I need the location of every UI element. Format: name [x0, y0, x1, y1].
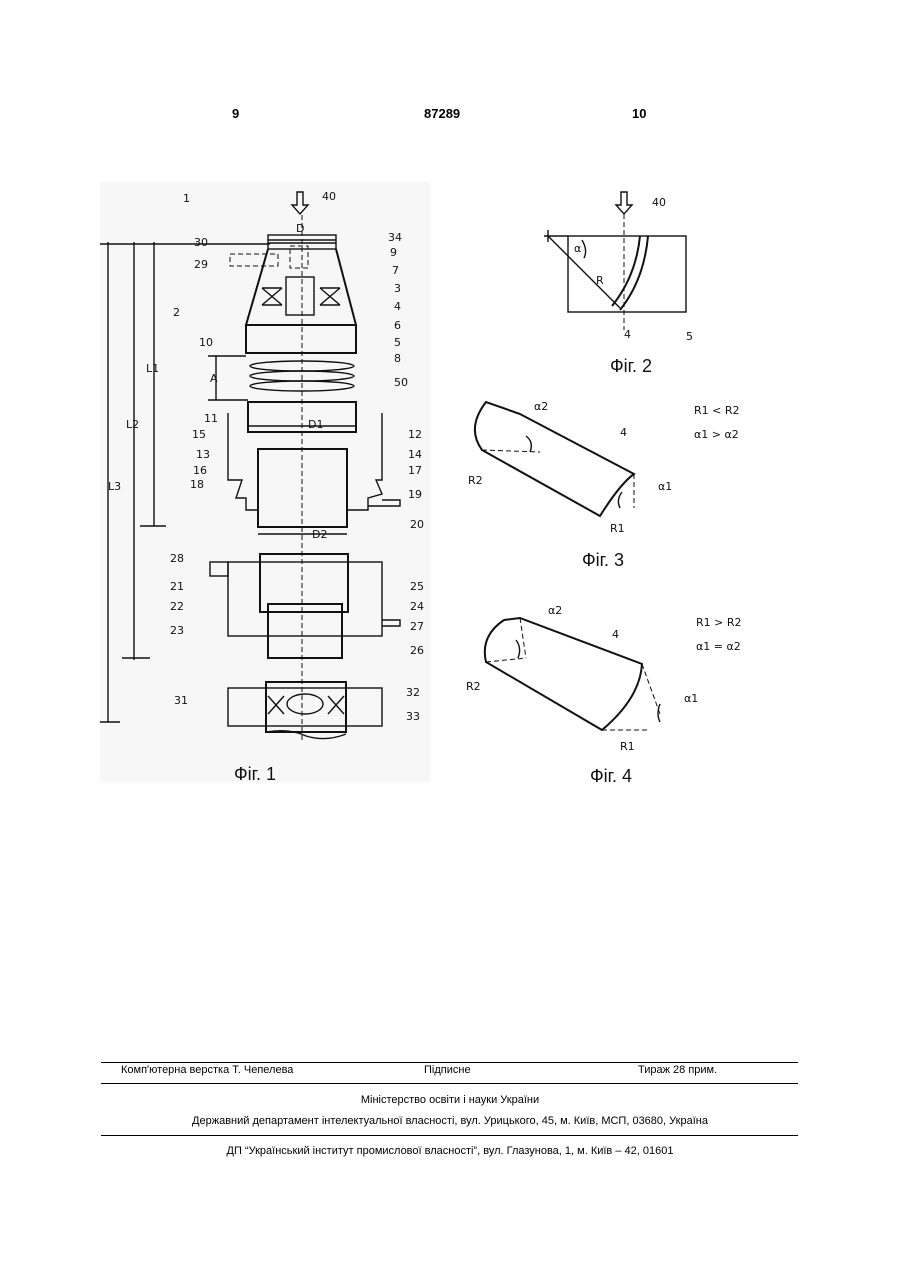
label-19: 19 — [408, 488, 422, 501]
fig2-alpha-label: α — [574, 242, 581, 255]
fig3-4-label: 4 — [620, 426, 627, 439]
label-a: A — [210, 372, 218, 385]
fig4-relation-1: R1 > R2 — [696, 616, 742, 629]
label-3: 3 — [394, 282, 401, 295]
label-10: 10 — [199, 336, 213, 349]
label-29: 29 — [194, 258, 208, 271]
fig4-alpha1-label: α1 — [684, 692, 698, 705]
label-28: 28 — [170, 552, 184, 565]
footer-ministry: Міністерство освіти і науки України — [0, 1094, 900, 1106]
figure-4-drawing: α2 4 R2 α1 R1 R1 > R2 α1 = α2 Фiг. 4 — [466, 604, 742, 786]
label-14: 14 — [408, 448, 422, 461]
label-18: 18 — [190, 478, 204, 491]
figure-2-caption: Фiг. 2 — [610, 356, 652, 376]
label-20: 20 — [410, 518, 424, 531]
figure-1-caption: Фiг. 1 — [234, 764, 276, 784]
label-d: D — [296, 222, 304, 235]
footer-rule-bottom — [101, 1135, 798, 1136]
label-2: 2 — [173, 306, 180, 319]
label-16: 16 — [193, 464, 207, 477]
label-12: 12 — [408, 428, 422, 441]
label-7: 7 — [392, 264, 399, 277]
footer-rule-top — [101, 1062, 798, 1063]
label-21: 21 — [170, 580, 184, 593]
fig4-r2-label: R2 — [466, 680, 481, 693]
label-23: 23 — [170, 624, 184, 637]
label-l3: L3 — [108, 480, 121, 493]
figure-4-caption: Фiг. 4 — [590, 766, 632, 786]
label-11: 11 — [204, 412, 218, 425]
label-50: 50 — [394, 376, 408, 389]
label-40: 40 — [322, 190, 336, 203]
label-l1: L1 — [146, 362, 159, 375]
footer-institute: ДП “Український інститут промислової вла… — [0, 1145, 900, 1157]
fig3-r1-label: R1 — [610, 522, 625, 535]
label-26: 26 — [410, 644, 424, 657]
figure-3-caption: Фiг. 3 — [582, 550, 624, 570]
fig2-5-label: 5 — [686, 330, 693, 343]
fig4-r1-label: R1 — [620, 740, 635, 753]
label-l2: L2 — [126, 418, 139, 431]
label-31: 31 — [174, 694, 188, 707]
footer-typesetting: Комп'ютерна верстка Т. Чепелева — [121, 1064, 293, 1076]
fig3-alpha1-label: α1 — [658, 480, 672, 493]
label-15: 15 — [192, 428, 206, 441]
label-8: 8 — [394, 352, 401, 365]
label-4: 4 — [394, 300, 401, 313]
fig3-alpha2-label: α2 — [534, 400, 548, 413]
fig4-alpha2-label: α2 — [548, 604, 562, 617]
label-d1: D1 — [308, 418, 323, 431]
fig3-relation-1: R1 < R2 — [694, 404, 740, 417]
fig3-r2-label: R2 — [468, 474, 483, 487]
figure-1-drawing — [100, 182, 430, 782]
label-32: 32 — [406, 686, 420, 699]
label-33: 33 — [406, 710, 420, 723]
figure-3-drawing: α2 4 R2 α1 R1 R1 < R2 α1 > α2 Фiг. 3 — [468, 400, 740, 570]
label-d2: D2 — [312, 528, 327, 541]
label-9: 9 — [390, 246, 397, 259]
label-1: 1 — [183, 192, 190, 205]
footer-rule-middle — [101, 1083, 798, 1084]
label-24: 24 — [410, 600, 424, 613]
label-13: 13 — [196, 448, 210, 461]
label-25: 25 — [410, 580, 424, 593]
fig4-relation-2: α1 = α2 — [696, 640, 741, 653]
label-34: 34 — [388, 231, 402, 244]
label-22: 22 — [170, 600, 184, 613]
figure-2-drawing: α R 40 4 5 Фiг. 2 — [544, 192, 693, 376]
fig2-40-label: 40 — [652, 196, 666, 209]
fig2-4-label: 4 — [624, 328, 631, 341]
label-6: 6 — [394, 319, 401, 332]
fig4-4-label: 4 — [612, 628, 619, 641]
footer-circulation: Тираж 28 прим. — [638, 1064, 717, 1076]
label-30: 30 — [194, 236, 208, 249]
label-27: 27 — [410, 620, 424, 633]
footer-department: Державний департамент інтелектуальної вл… — [0, 1115, 900, 1127]
fig3-relation-2: α1 > α2 — [694, 428, 739, 441]
label-17: 17 — [408, 464, 422, 477]
fig2-r-label: R — [596, 274, 604, 287]
footer-signed: Підписне — [424, 1064, 471, 1076]
label-5: 5 — [394, 336, 401, 349]
